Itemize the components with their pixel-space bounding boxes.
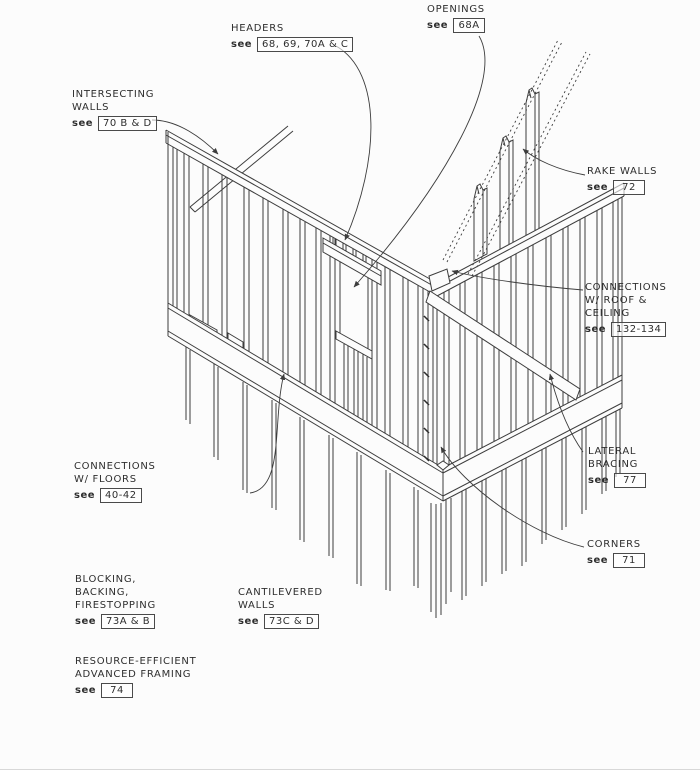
rake-wall-studs: [473, 87, 540, 262]
callout-title: LATERAL: [588, 446, 637, 457]
see-word: see: [585, 323, 607, 335]
see-word: see: [587, 181, 609, 193]
callout-title: WALLS: [72, 102, 110, 113]
right-wall-studs: [443, 197, 623, 467]
page-ref: 73C & D: [264, 613, 320, 629]
callout-title: CONNECTIONS: [74, 461, 156, 472]
callout-title: CANTILEVERED: [238, 587, 323, 598]
callout-corners: CORNERS see 71: [587, 538, 646, 568]
see-word: see: [74, 489, 96, 501]
callout-connections-floors: CONNECTIONS W/ FLOORS see 40-42: [74, 460, 156, 503]
see-word: see: [238, 615, 260, 627]
callout-rake-walls: RAKE WALLS see 72: [587, 165, 657, 195]
page-ref: 68, 69, 70A & C: [257, 36, 354, 52]
window-sill: [335, 330, 373, 360]
leader-headers: [335, 45, 372, 241]
leader-lateral-bracing: [548, 373, 584, 453]
see-word: see: [588, 474, 610, 486]
page-ref: 77: [614, 472, 647, 488]
leader-connections-roof: [451, 269, 584, 291]
callout-title: ADVANCED FRAMING: [75, 669, 192, 680]
see-word: see: [75, 684, 97, 696]
callout-title: OPENINGS: [427, 4, 485, 15]
left-wall-studs: [167, 132, 438, 468]
callout-title: CORNERS: [587, 539, 641, 550]
callout-title: HEADERS: [231, 23, 284, 34]
page-ref: 72: [613, 179, 646, 195]
callout-title: FIRESTOPPING: [75, 600, 156, 611]
callout-title: BRACING: [588, 459, 639, 470]
leader-intersecting-walls: [151, 119, 219, 155]
see-word: see: [72, 117, 94, 129]
callout-title: BACKING,: [75, 587, 130, 598]
intersecting-wall-plate: [189, 125, 294, 213]
page-ref: 70 B & D: [98, 115, 157, 131]
leader-connections-floors: [249, 373, 286, 494]
top-plate-right-wall: [428, 182, 625, 297]
leader-openings: [353, 35, 486, 288]
see-word: see: [427, 19, 449, 31]
page-ref: 74: [101, 682, 134, 698]
callout-openings: OPENINGS see 68A: [427, 3, 486, 33]
callout-title: CEILING: [585, 308, 630, 319]
callout-headers: HEADERS see 68, 69, 70A & C: [231, 22, 354, 52]
callout-blocking: BLOCKING, BACKING, FIRESTOPPING see 73A …: [75, 573, 156, 629]
lateral-brace: [425, 290, 581, 401]
callout-title: W/ FLOORS: [74, 474, 137, 485]
callout-title: INTERSECTING: [72, 89, 155, 100]
window-cripples-below: [343, 344, 368, 425]
cantilevered-studs-left: [185, 347, 419, 591]
leader-corners: [440, 446, 585, 548]
cantilevered-studs-right: [461, 409, 621, 600]
callout-title: BLOCKING,: [75, 574, 137, 585]
callout-title: CONNECTIONS: [585, 282, 667, 293]
top-plate-left-wall: [165, 129, 438, 297]
rim-band-left-wall: [167, 302, 444, 502]
page-ref: 40-42: [100, 487, 142, 503]
callout-resource-efficient: RESOURCE-EFFICIENT ADVANCED FRAMING see …: [75, 655, 196, 698]
see-word: see: [75, 615, 97, 627]
page-ref: 132-134: [611, 321, 667, 337]
callout-title: W/ ROOF &: [585, 295, 648, 306]
leader-lines: [151, 35, 586, 548]
see-word: see: [587, 554, 609, 566]
window-cripples-above: [332, 237, 367, 262]
page-ref: 68A: [453, 17, 486, 33]
callout-title: RESOURCE-EFFICIENT: [75, 656, 197, 667]
callout-connections-roof: CONNECTIONS W/ ROOF & CEILING see 132-13…: [585, 281, 667, 337]
rim-band-right-wall: [436, 374, 623, 502]
see-word: see: [231, 38, 253, 50]
page-ref: 71: [613, 552, 646, 568]
page-ref: 73A & B: [101, 613, 156, 629]
window-header: [322, 237, 382, 286]
callout-title: RAKE WALLS: [587, 166, 658, 177]
callout-lateral-bracing: LATERAL BRACING see 77: [588, 445, 647, 488]
callout-intersecting-walls: INTERSECTING WALLS see 70 B & D: [72, 88, 157, 131]
callout-title: WALLS: [238, 600, 276, 611]
leader-rake-walls: [522, 148, 586, 176]
corner-post: [430, 498, 452, 618]
callout-cantilevered-walls: CANTILEVERED WALLS see 73C & D: [238, 586, 323, 629]
corner-nailing-ticks: [423, 315, 430, 462]
